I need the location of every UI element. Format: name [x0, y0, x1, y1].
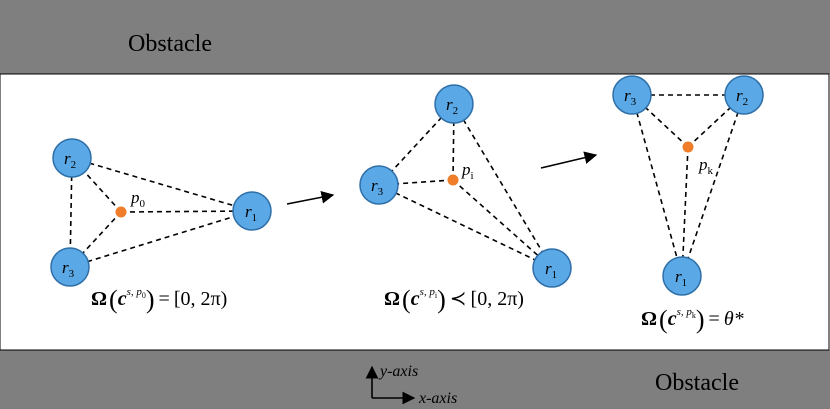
centroid-point [682, 141, 694, 153]
panel-final: r3 r2 r1 pk Ω(cs, pk)=θ* [612, 75, 764, 334]
robot-node [662, 256, 702, 296]
transition-arrow-2 [540, 151, 598, 169]
centroid-point [115, 206, 127, 218]
robot-node [724, 75, 764, 115]
formula-intermediate: Ω(cs, pi)≺[0, 2π) [384, 285, 524, 314]
transition-arrow-1 [286, 190, 335, 205]
svg-text:r2: r2 [446, 95, 458, 117]
panel-intermediate: r2 r3 r1 pi Ω(cs, pi)≺[0, 2π) [359, 84, 572, 314]
svg-text:r2: r2 [736, 86, 748, 108]
obstacle-bottom-label: Obstacle [655, 370, 739, 396]
x-axis-label: x-axis [418, 390, 457, 407]
robot-node [612, 75, 652, 115]
robot-node [359, 165, 399, 205]
svg-text:pi: pi [461, 160, 474, 182]
obstacle-top [0, 0, 830, 74]
robot-node [50, 247, 90, 287]
formula-final: Ω(cs, pk)=θ* [641, 305, 744, 334]
centroid-point [447, 174, 459, 186]
svg-text:r1: r1 [545, 259, 557, 281]
svg-text:r3: r3 [62, 258, 75, 280]
svg-text:r1: r1 [245, 202, 257, 224]
white-field [0, 73, 830, 351]
panel-initial: r2 r3 r1 p0 Ω(cs, p0)=[0, 2π) [50, 138, 272, 314]
axis-indicator: y-axis x-axis [365, 363, 457, 407]
svg-text:p0: p0 [130, 188, 146, 210]
svg-text:r1: r1 [675, 267, 687, 289]
robot-node [232, 191, 272, 231]
formula-initial: Ω(cs, p0)=[0, 2π) [91, 285, 227, 314]
svg-text:r2: r2 [64, 149, 76, 171]
robot-node [52, 138, 92, 178]
robot-node [532, 248, 572, 288]
svg-text:pk: pk [698, 155, 714, 177]
obstacle-top-label: Obstacle [128, 31, 212, 57]
svg-text:r3: r3 [371, 176, 384, 198]
robot-node [434, 84, 474, 124]
svg-text:r3: r3 [624, 86, 637, 108]
y-axis-label: y-axis [378, 363, 418, 380]
